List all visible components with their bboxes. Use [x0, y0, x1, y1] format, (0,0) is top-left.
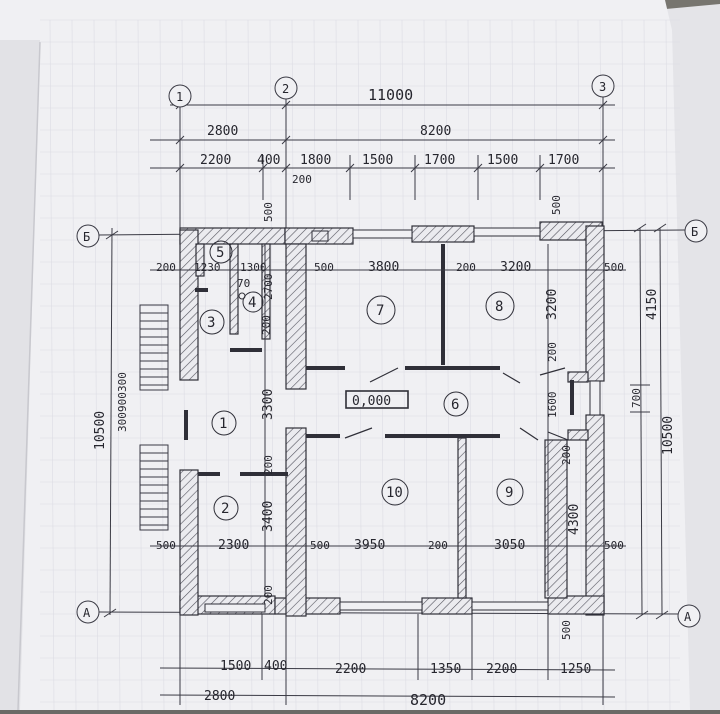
dim-left-total: 10500: [93, 411, 108, 450]
dim-2800-top: 2800: [207, 124, 238, 139]
dim-top-seg-1: 400: [257, 153, 280, 168]
axis-b-left: Б: [83, 230, 90, 244]
dim-int-top-1: 1230: [194, 261, 221, 274]
axis-2: 2: [282, 82, 289, 96]
partitions: [184, 244, 574, 476]
room-10: 10: [386, 485, 403, 501]
dim-top-seg-3: 1500: [362, 153, 393, 168]
dim-int-bot-5: 3050: [494, 538, 525, 553]
dim-int-bot-6: 500: [604, 539, 624, 552]
dim-int-200c: 200: [262, 585, 275, 605]
dim-int-4300: 4300: [567, 504, 582, 535]
room-5: 5: [216, 245, 224, 261]
dim-int-top-4: 3800: [368, 260, 399, 275]
room-3: 3: [207, 315, 215, 331]
axis-a-left: А: [83, 606, 91, 620]
windows: [204, 227, 601, 613]
dim-int-bot-2: 500: [310, 539, 330, 552]
dim-top-wall-500-left: 500: [262, 202, 275, 222]
dim-int-top-7: 500: [604, 261, 624, 274]
axis-3: 3: [599, 80, 606, 94]
axis-markers-top: [168, 74, 615, 108]
dim-top-seg-0: 2200: [200, 153, 231, 168]
dim-int-1600: 1600: [546, 392, 559, 419]
dim-top-seg-4: 1700: [424, 153, 455, 168]
dim-top-wall-500-right: 500: [550, 195, 563, 215]
dim-right-700: 700: [630, 388, 643, 408]
elevation-box: [345, 390, 409, 409]
dim-bot-0: 1500: [220, 659, 251, 674]
dim-int-top-0: 200: [156, 261, 176, 274]
axis-b-right: Б: [691, 225, 698, 239]
dim-bot-2800: 2800: [204, 689, 235, 704]
dim-int-top-5: 200: [456, 261, 476, 274]
entrance-stairs: [139, 304, 169, 531]
axis-a-right: А: [684, 610, 692, 624]
dim-left-stair-0: 300: [116, 372, 129, 392]
dim-top-seg-2: 1800: [300, 153, 331, 168]
page-edge-line: [17, 41, 41, 711]
interior-dim-lines: [150, 244, 626, 596]
dim-left-stair-2: 300: [116, 412, 129, 432]
top-dimensions: [150, 95, 615, 230]
dim-bot-4: 2200: [486, 662, 517, 677]
dim-bot-2: 2200: [335, 662, 366, 677]
room-8: 8: [495, 299, 503, 315]
dim-right-total: 10500: [661, 416, 676, 455]
dim-int-3200: 3200: [545, 289, 560, 320]
axis-markers-side: [76, 219, 708, 628]
dim-int-bot-1: 2300: [218, 538, 249, 553]
dim-bot-3: 1350: [430, 662, 461, 677]
dim-int-bot-0: 500: [156, 539, 176, 552]
elevation-mark: 0,000: [352, 394, 391, 409]
room-9: 9: [505, 485, 513, 501]
dim-top-seg-6: 1700: [548, 153, 579, 168]
room-1: 1: [219, 416, 227, 432]
dim-left-stair-1: 900: [116, 392, 129, 412]
dim-int-200b: 200: [262, 455, 275, 475]
dim-bot-8200: 8200: [410, 691, 446, 709]
dim-int-3300: 3300: [261, 389, 276, 420]
dim-int-200a: 200: [260, 315, 273, 335]
dim-top-seg-5: 1500: [487, 153, 518, 168]
door-swings: [344, 367, 569, 441]
room-number-circles: [199, 240, 524, 521]
paper-grid: [40, 19, 680, 711]
dim-int-top-2: 1300: [240, 261, 267, 274]
dim-int-right-200a: 200: [546, 342, 559, 362]
dim-bottom-wall-500: 500: [560, 620, 573, 640]
page-curl: [0, 40, 40, 710]
dim-8200-top: 8200: [420, 124, 451, 139]
room-6: 6: [451, 397, 459, 413]
room-4: 4: [248, 295, 256, 311]
dim-int-right-200b: 200: [560, 445, 573, 465]
dim-right-4150: 4150: [645, 289, 660, 320]
axis-1: 1: [176, 90, 183, 104]
dim-int-3400: 3400: [261, 501, 276, 532]
dim-total-width: 11000: [368, 86, 413, 104]
dim-int-top-3: 500: [314, 261, 334, 274]
dim-int-top-6: 3200: [500, 260, 531, 275]
room-2: 2: [221, 501, 229, 517]
bottom-dimension-lines: [159, 614, 616, 705]
dim-bot-5: 1250: [560, 662, 591, 677]
dim-int-70: 70: [237, 277, 250, 290]
dim-int-bot-3: 3950: [354, 538, 385, 553]
room-7: 7: [376, 303, 384, 319]
dim-int-bot-4: 200: [428, 539, 448, 552]
paper-sheet: [0, 0, 690, 710]
dim-int-2700: 2700: [262, 274, 275, 301]
dim-bot-1: 400: [264, 659, 287, 674]
dim-top-200: 200: [292, 173, 312, 186]
